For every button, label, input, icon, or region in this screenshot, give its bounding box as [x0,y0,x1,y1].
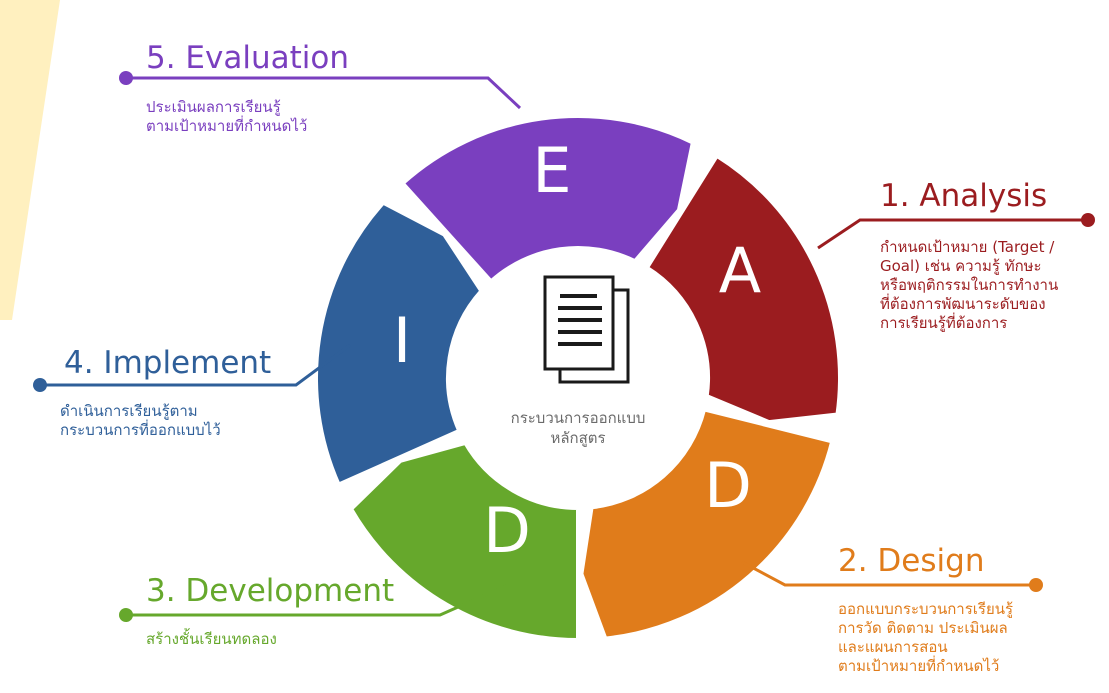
development-description: สร้างชั้นเรียนทดลอง [146,630,277,648]
evaluation-title: 5. Evaluation [146,40,349,76]
center-label: กระบวนการออกแบบ หลักสูตร [510,409,646,447]
segment-letter-implement: I [392,304,412,377]
design-connector [741,560,1036,587]
ring-segment-development [348,440,580,643]
segment-letter-development: D [483,494,531,567]
ring-segment-design [579,407,835,641]
implement-connector [40,343,351,387]
development-connector [126,583,509,617]
analysis-description: กำหนดเป้าหมาย (Target / Goal) เช่น ความร… [880,238,1059,332]
analysis-dot [1081,213,1095,227]
cycle-ring [314,114,842,643]
development-dot [119,608,133,622]
document-icon [543,275,630,384]
ring-segment-analysis [644,153,842,425]
evaluation-connector [126,76,522,110]
evaluation-description: ประเมินผลการเรียนรู้ ตามเป้าหมายที่กำหนด… [146,98,308,135]
analysis-connector [817,218,1088,250]
design-title: 2. Design [838,543,985,579]
implement-dot [33,378,47,392]
segment-letter-evaluation: E [532,134,572,207]
analysis-title: 1. Analysis [880,178,1048,214]
development-title: 3. Development [146,573,395,609]
design-description: ออกแบบกระบวนการเรียนรู้ การวัด ติดตาม ปร… [838,600,1014,675]
evaluation-dot [119,71,133,85]
segment-letter-analysis: A [718,234,762,307]
ring-segment-evaluation [399,114,696,285]
implement-title: 4. Implement [64,345,272,381]
segment-letter-design: D [704,449,752,522]
highlight-strip [0,0,60,320]
design-dot [1029,578,1043,592]
implement-description: ดำเนินการเรียนรู้ตาม กระบวนการที่ออกแบบไ… [60,402,221,439]
ring-segment-implement [314,200,484,488]
